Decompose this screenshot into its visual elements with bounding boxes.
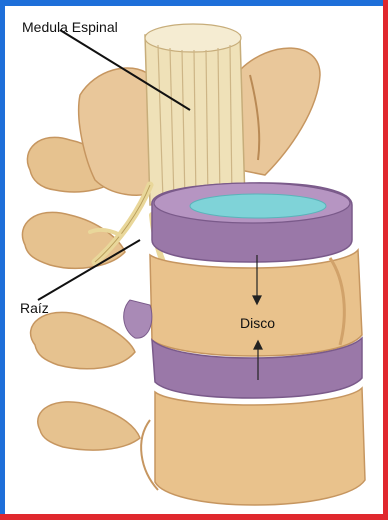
disc-label: Disco — [240, 315, 275, 331]
root-label: Raíz — [20, 300, 49, 316]
spinal-cord — [145, 24, 245, 205]
upper-disc — [152, 183, 352, 262]
spinal-cord-label: Medula Espinal — [22, 19, 118, 35]
lower-vertebral-body — [141, 388, 365, 505]
